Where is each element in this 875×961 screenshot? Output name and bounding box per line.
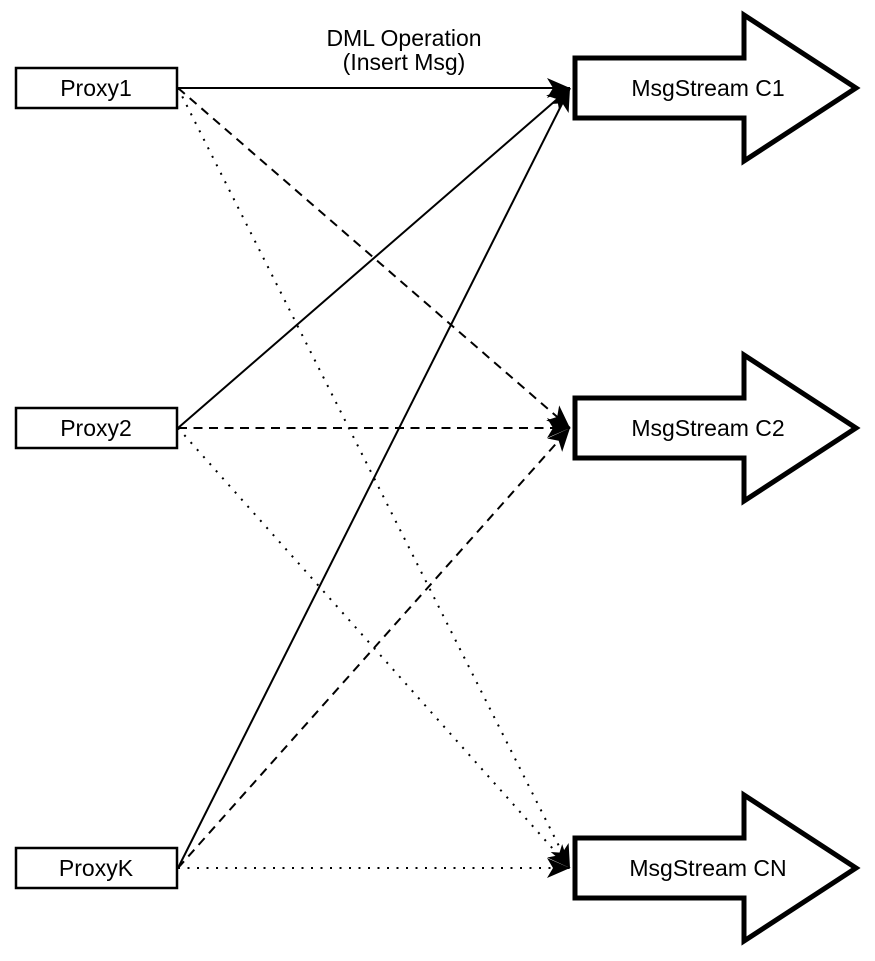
- stream-c1-label: MsgStream C1: [631, 75, 784, 101]
- stream-cn-arrow-shape: [572, 790, 861, 946]
- edge-proxyk-to-c1: [177, 87, 571, 869]
- edge-lines: [177, 78, 571, 878]
- stream-cn-label: MsgStream CN: [629, 855, 786, 881]
- stream-node-c1: MsgStream C1: [572, 10, 861, 166]
- proxy1-box: [14, 66, 179, 110]
- proxyk-label: ProxyK: [59, 855, 134, 881]
- stream-c2-label: MsgStream C2: [631, 415, 784, 441]
- edge-proxy2-to-cn: [177, 427, 571, 869]
- stream-node-cn: MsgStream CN: [572, 790, 861, 946]
- edge-proxy2-to-c1: [177, 87, 571, 429]
- edge-proxy1-to-c2: [177, 87, 571, 429]
- proxy1-label: Proxy1: [60, 75, 132, 101]
- proxy2-box: [14, 406, 179, 450]
- dml-annotation-line2: (Insert Msg): [343, 49, 466, 75]
- proxy-node-proxy1: Proxy1: [14, 66, 179, 110]
- proxy2-label: Proxy2: [60, 415, 132, 441]
- proxyk-box: [14, 846, 179, 890]
- stream-c2-arrow-shape: [572, 350, 861, 506]
- dml-annotation-line1: DML Operation: [326, 25, 481, 51]
- proxy-node-proxyk: ProxyK: [14, 846, 179, 890]
- proxy-node-proxy2: Proxy2: [14, 406, 179, 450]
- stream-node-c2: MsgStream C2: [572, 350, 861, 506]
- stream-c1-arrow-shape: [572, 10, 861, 166]
